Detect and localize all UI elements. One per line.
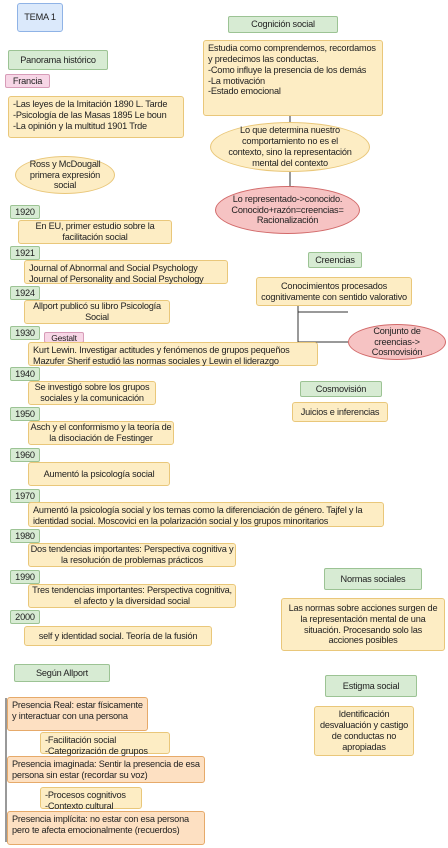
topic-title: TEMA 1 xyxy=(17,3,63,32)
presencia-implicita-node: Presencia implícita: no estar con esa pe… xyxy=(7,811,205,845)
determina-node: Lo que determina nuestro comportamiento … xyxy=(210,122,370,172)
juicios-node: Juicios e inferencias xyxy=(292,402,388,422)
presencia-imaginada-node: Presencia imaginada: Sentir la presencia… xyxy=(7,756,205,783)
timeline-1921-text: Journal of Abnormal and Social Psycholog… xyxy=(24,260,228,284)
presencia-real-sub: -Facilitación social -Categorización de … xyxy=(40,732,170,756)
timeline-1950-text: Asch y el conformismo y la teoría de la … xyxy=(28,421,174,445)
timeline-1924-text: Allport publicó su libro Psicología Soci… xyxy=(24,300,170,324)
normas-desc-node: Las normas sobre acciones surgen de la r… xyxy=(281,598,445,651)
conocimientos-node: Conocimientos procesados cognitivamente … xyxy=(256,277,412,306)
cosmovision-node: Cosmovisión xyxy=(300,381,382,397)
timeline-1960-text: Aumentó la psicología social xyxy=(28,462,170,486)
conjunto-creencias-node: Conjunto de creencias-> Cosmovisión xyxy=(348,324,446,360)
timeline-1940-text: Se investigó sobre los grupos sociales y… xyxy=(28,381,156,405)
year-1950: 1950 xyxy=(10,407,40,421)
timeline-1930-text: Kurt Lewin. Investigar actitudes y fenóm… xyxy=(28,342,318,366)
timeline-1990-text: Tres tendencias importantes: Perspectiva… xyxy=(28,584,236,608)
francia-books-node: -Las leyes de la Imitación 1890 L. Tarde… xyxy=(8,96,184,138)
segun-allport-node: Según Allport xyxy=(14,664,110,682)
francia-node: Francia xyxy=(5,74,50,88)
normas-sociales-node: Normas sociales xyxy=(324,568,422,590)
year-2000: 2000 xyxy=(10,610,40,624)
year-1940: 1940 xyxy=(10,367,40,381)
cognicion-desc-node: Estudia como comprendemos, recordamos y … xyxy=(203,40,383,116)
representado-node: Lo representado->conocido. Conocido+razó… xyxy=(215,186,360,234)
presencia-real-node: Presencia Real: estar físicamente y inte… xyxy=(7,697,148,731)
timeline-1920-text: En EU, primer estudio sobre la facilitac… xyxy=(18,220,172,244)
estigma-desc-node: Identificación desvaluación y castigo de… xyxy=(314,706,414,756)
ross-mcdougall-node: Ross y McDougall primera expresión socia… xyxy=(15,156,115,194)
year-1921: 1921 xyxy=(10,246,40,260)
panorama-historico-node: Panorama histórico xyxy=(8,50,108,70)
year-1960: 1960 xyxy=(10,448,40,462)
year-1924: 1924 xyxy=(10,286,40,300)
year-1970: 1970 xyxy=(10,489,40,503)
timeline-1980-text: Dos tendencias importantes: Perspectiva … xyxy=(28,543,236,567)
timeline-2000-text: self y identidad social. Teoría de la fu… xyxy=(24,626,212,646)
timeline-1970-text: Aumentó la psicología social y los temas… xyxy=(28,502,384,527)
presencia-imaginada-sub: -Procesos cognitivos -Contexto cultural xyxy=(40,787,142,811)
year-1920: 1920 xyxy=(10,205,40,219)
year-1990: 1990 xyxy=(10,570,40,584)
year-1980: 1980 xyxy=(10,529,40,543)
year-1930: 1930 xyxy=(10,326,40,340)
cognicion-social-node: Cognición social xyxy=(228,16,338,33)
creencias-node: Creencias xyxy=(308,252,362,268)
estigma-social-node: Estigma social xyxy=(325,675,417,697)
